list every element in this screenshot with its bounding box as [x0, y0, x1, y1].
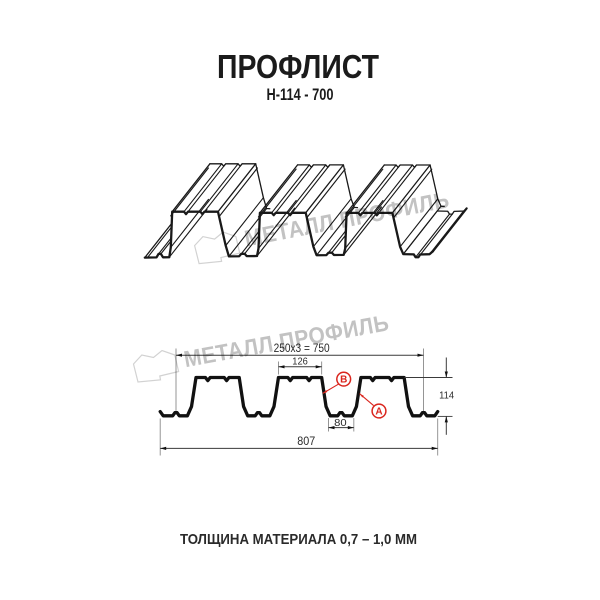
svg-text:А: А — [375, 407, 382, 418]
svg-text:250x3 = 750: 250x3 = 750 — [274, 342, 330, 355]
svg-text:В: В — [340, 375, 347, 386]
svg-text:126: 126 — [292, 357, 308, 368]
svg-text:ПРОФЛИСТ: ПРОФЛИСТ — [217, 48, 379, 85]
svg-text:114: 114 — [439, 391, 454, 402]
svg-text:80: 80 — [334, 417, 347, 429]
svg-text:Н-114 - 700: Н-114 - 700 — [267, 85, 334, 104]
svg-text:807: 807 — [297, 434, 315, 448]
svg-text:ТОЛЩИНА МАТЕРИАЛА 0,7 – 1,0 ММ: ТОЛЩИНА МАТЕРИАЛА 0,7 – 1,0 ММ — [180, 531, 417, 548]
